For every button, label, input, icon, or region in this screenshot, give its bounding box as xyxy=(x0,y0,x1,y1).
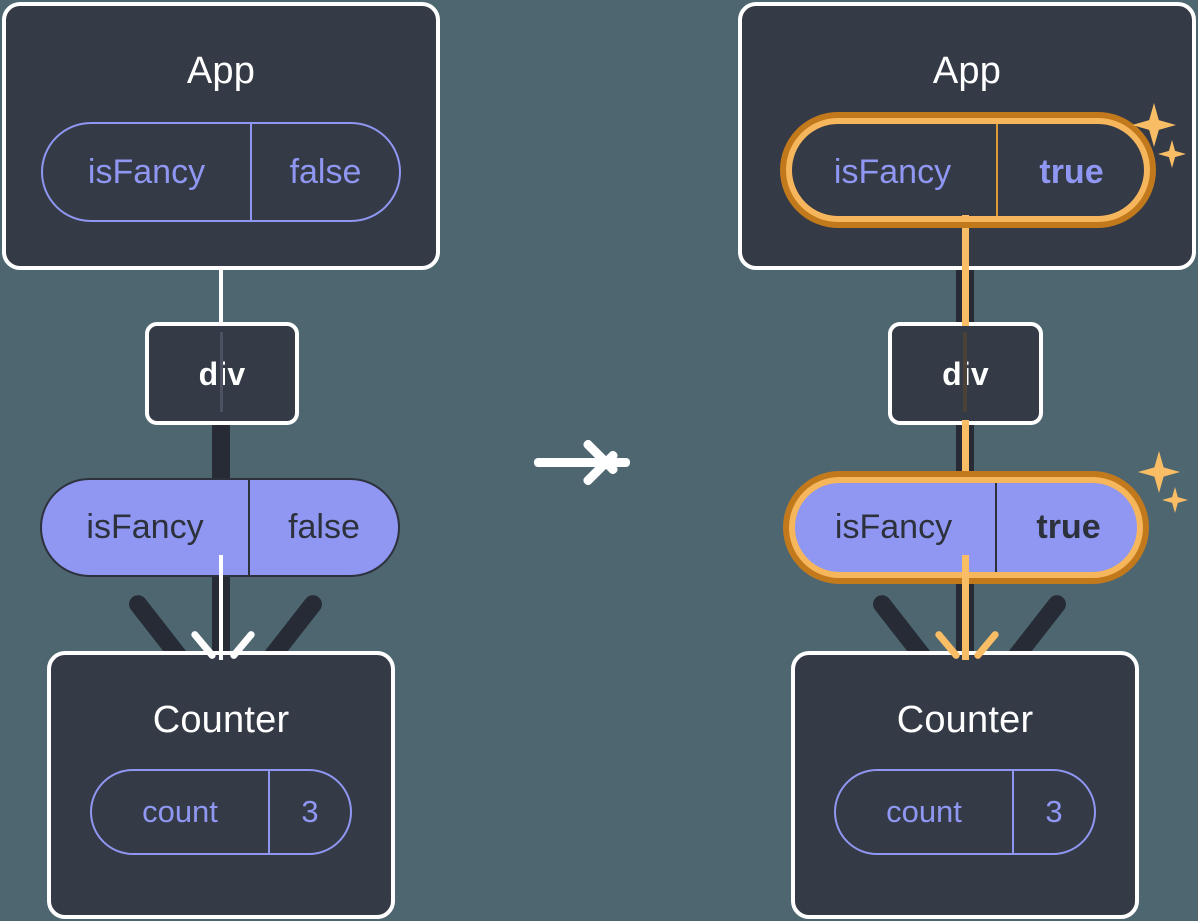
app-state-pill-after[interactable]: isFancy true xyxy=(787,122,1147,222)
connector-div-to-prop-dark-before xyxy=(212,420,230,490)
app-state-pill-value-before: false xyxy=(250,124,399,220)
connector-app-to-div-before xyxy=(219,266,223,326)
div-inner-tick-after xyxy=(963,332,967,412)
transition-arrow-right-icon xyxy=(534,432,646,492)
sparkle-icon-prop-small-after xyxy=(1162,487,1188,513)
app-component-box-before[interactable]: App isFancy false xyxy=(2,2,440,270)
counter-state-pill-value-after: 3 xyxy=(1012,771,1094,853)
prop-pill-name-after: isFancy xyxy=(834,508,953,546)
counter-state-pill-name-after: count xyxy=(886,794,962,829)
connector-prop-to-counter-line-before xyxy=(219,555,223,660)
counter-title-before: Counter xyxy=(152,699,290,741)
connector-prop-to-counter-line-after xyxy=(962,555,969,660)
counter-state-pill-name-before: count xyxy=(142,794,218,829)
app-state-pill-name-before: isFancy xyxy=(87,152,206,191)
app-state-pill-before[interactable]: isFancy false xyxy=(41,122,401,222)
counter-title-after: Counter xyxy=(896,699,1034,741)
prop-pill-value-before: false xyxy=(248,480,398,575)
div-inner-tick-before xyxy=(220,332,223,412)
app-title-before: App xyxy=(186,50,256,92)
counter-component-box-before[interactable]: Counter count 3 xyxy=(47,651,395,919)
prop-pill-name-before: isFancy xyxy=(86,508,204,546)
counter-state-pill-after[interactable]: count 3 xyxy=(834,769,1096,855)
counter-state-pill-value-before: 3 xyxy=(268,771,350,853)
connector-app-to-div-line-after xyxy=(962,215,969,326)
prop-pill-after[interactable]: isFancy true xyxy=(790,478,1142,577)
connector-div-to-prop-line-after xyxy=(962,420,969,490)
sparkle-icon-prop-large-after xyxy=(1138,451,1180,493)
prop-pill-value-after: true xyxy=(995,480,1140,575)
counter-state-pill-before[interactable]: count 3 xyxy=(90,769,352,855)
app-state-pill-value-after: true xyxy=(996,124,1145,220)
app-title-after: App xyxy=(932,50,1002,92)
app-state-pill-name-after: isFancy xyxy=(833,152,952,191)
counter-component-box-after[interactable]: Counter count 3 xyxy=(791,651,1139,919)
